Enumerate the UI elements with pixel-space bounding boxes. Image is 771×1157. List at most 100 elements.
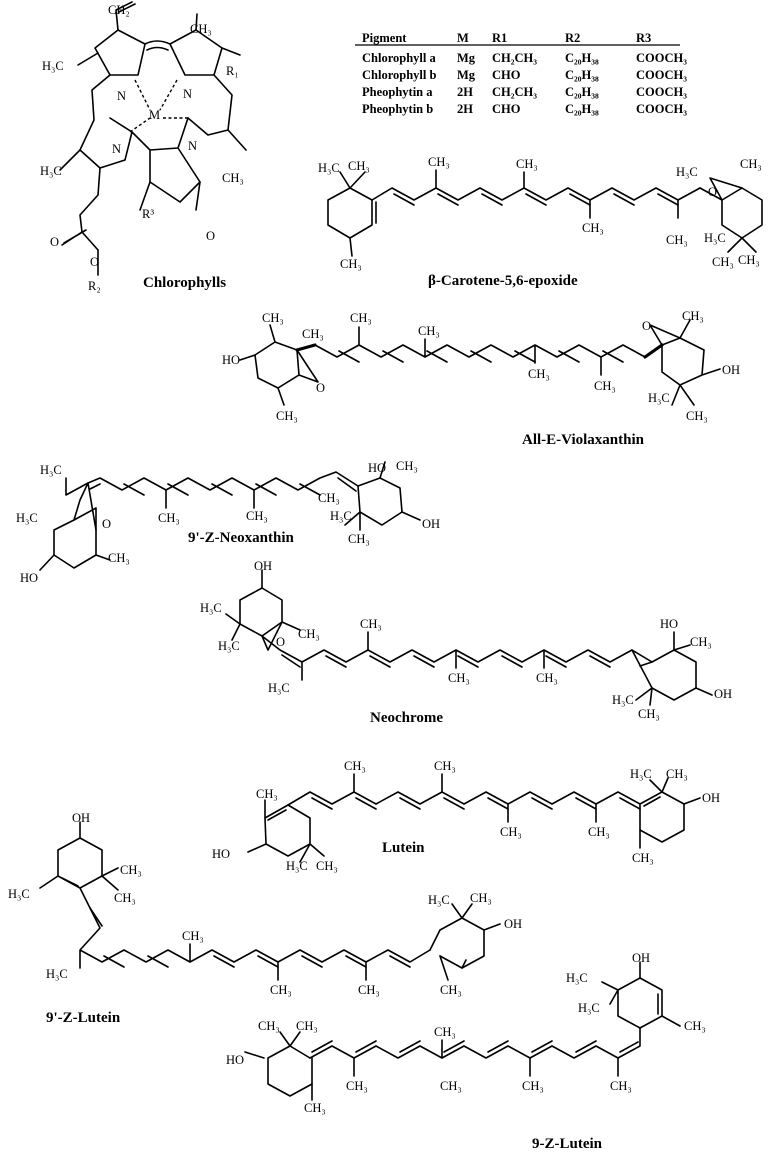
atom-label: CH₃ (246, 509, 268, 523)
atom-label: CH₃ (434, 1025, 456, 1039)
atom-label: CH₂ (108, 3, 130, 17)
atom-label: N (188, 139, 197, 153)
table-header: M (457, 31, 469, 45)
atom-label: H₃C (40, 463, 62, 477)
atom-label: H₃C (8, 887, 30, 901)
atom-label: CH₃ (296, 1019, 318, 1033)
atom-label: OH (422, 517, 440, 531)
table-cell: COOCH₃ (636, 102, 687, 116)
table-cell: Chlorophyll b (362, 68, 436, 82)
neochrome-structure (225, 569, 713, 706)
table-cell: 2H (457, 85, 473, 99)
table-cell: CH₂CH₃ (492, 85, 537, 99)
atom-label: CH₃ (682, 309, 704, 323)
structure-name: Lutein (382, 840, 425, 856)
table-row: Pheophytin a 2H CH₂CH₃ C₂₀H₃₈ COOCH₃ (362, 85, 687, 99)
table-cell: C₂₀H₃₈ (565, 68, 599, 82)
atom-label: H₃C (428, 893, 450, 907)
atom-label: CH₃ (610, 1079, 632, 1093)
atom-label: CH₃ (638, 707, 660, 721)
atom-label: CH₃ (500, 825, 522, 839)
atom-label: CH₃ (666, 767, 688, 781)
atom-label: O (50, 235, 59, 249)
atom-label: OH (254, 559, 272, 573)
bcarotene-structure (327, 169, 763, 257)
atom-label: H₃C (566, 971, 588, 985)
table-row: Pheophytin b 2H CHO C₂₀H₃₈ COOCH₃ (362, 102, 687, 116)
atom-label: OH (72, 811, 90, 825)
table-cell: Pheophytin b (362, 102, 433, 116)
atom-label: CH₃ (684, 1019, 706, 1033)
atom-label: CH₃ (448, 671, 470, 685)
atom-label: H₃C (330, 509, 352, 523)
atom-label: CH₃ (304, 1101, 326, 1115)
table-cell: 2H (457, 102, 473, 116)
lutein-structure (247, 773, 701, 863)
atom-label: OH (722, 363, 740, 377)
violaxanthin-structure (239, 319, 721, 406)
atom-label: CH₃ (516, 157, 538, 171)
atom-label: H₃C (318, 161, 340, 175)
atom-label: R₂ (88, 279, 101, 293)
atom-label: HO (222, 353, 240, 367)
atom-label: CH₃ (740, 157, 762, 171)
z9-lutein-structure (244, 961, 681, 1101)
atom-label: CH₃ (712, 255, 734, 269)
atom-label: CH₃ (690, 635, 712, 649)
atom-label: CH₃ (536, 671, 558, 685)
table-cell: CH₂CH₃ (492, 51, 537, 65)
atom-label: CH₃ (256, 787, 278, 801)
atom-label: N (117, 89, 126, 103)
atom-label: H₃C (578, 1001, 600, 1015)
table-header: R1 (492, 31, 507, 45)
atom-label: CH₃ (222, 171, 244, 185)
atom-label: CH₃ (120, 863, 142, 877)
table-cell: Pheophytin a (362, 85, 433, 99)
table-cell: CHO (492, 102, 521, 116)
atom-label: HO (368, 461, 386, 475)
atom-label: CH₃ (348, 159, 370, 173)
table-header: Pigment (362, 31, 407, 45)
atom-label: CH₃ (340, 257, 362, 271)
atom-label: CH₃ (666, 233, 688, 247)
atom-label: CH₃ (316, 859, 338, 873)
table-row: Chlorophyll a Mg CH₂CH₃ C₂₀H₃₈ COOCH₃ (362, 51, 687, 65)
atom-label: CH₃ (528, 367, 550, 381)
chlorophyll-structure (59, 1, 247, 276)
atom-label: OH (702, 791, 720, 805)
atom-label: CH₃ (440, 983, 462, 997)
atom-label: H₃C (630, 767, 652, 781)
atom-label: CH₃ (418, 324, 440, 338)
atom-label: CH₃ (434, 759, 456, 773)
z9p-lutein-structure (39, 821, 501, 981)
table-cell: C₂₀H₃₈ (565, 102, 599, 116)
table-cell: CHO (492, 68, 521, 82)
atom-label: HO (226, 1053, 244, 1067)
table-cell: COOCH₃ (636, 51, 687, 65)
atom-label: R³ (142, 207, 154, 221)
table-cell: C₂₀H₃₈ (565, 51, 599, 65)
atom-label: O (276, 635, 285, 649)
structure-name: Chlorophylls (143, 275, 226, 291)
atom-label: OH (714, 687, 732, 701)
atom-label: H₃C (648, 391, 670, 405)
table-cell: COOCH₃ (636, 85, 687, 99)
atom-label: CH₃ (360, 617, 382, 631)
atom-label: OH (632, 951, 650, 965)
atom-label: CH₃ (262, 311, 284, 325)
atom-label: CH₃ (298, 627, 320, 641)
table-cell: Chlorophyll a (362, 51, 436, 65)
atom-label: CH₃ (594, 379, 616, 393)
atom-label: O (102, 517, 111, 531)
table-header: R2 (565, 31, 580, 45)
atom-label: CH₃ (588, 825, 610, 839)
atom-label: M (149, 108, 160, 122)
structure-name: 9'-Z-Neoxanthin (188, 530, 295, 546)
atom-label: H₃C (268, 681, 290, 695)
atom-label: O (708, 185, 717, 199)
table-row: Chlorophyll b Mg CHO C₂₀H₃₈ COOCH₃ (362, 68, 687, 82)
atom-label: CH₃ (182, 929, 204, 943)
atom-label: CH₃ (582, 221, 604, 235)
atom-label: CH₃ (440, 1079, 462, 1093)
atom-label: HO (660, 617, 678, 631)
